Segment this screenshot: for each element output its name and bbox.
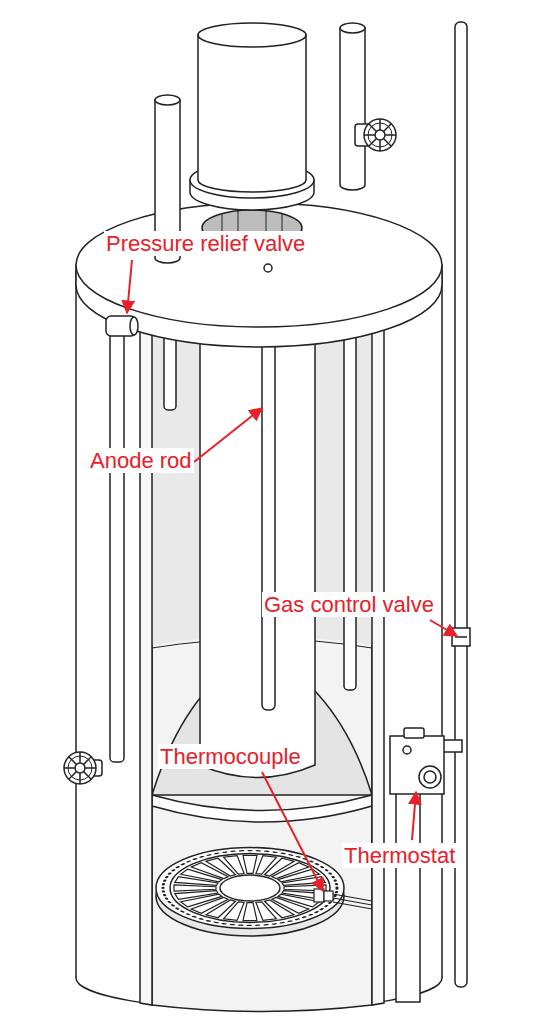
leader-arrow: [262, 772, 323, 891]
drain-valve: [64, 752, 102, 784]
combustion-dome: [152, 795, 372, 822]
leader-arrow: [194, 408, 262, 462]
gas-control: [424, 771, 436, 783]
thermocouple: [324, 891, 333, 901]
leader-arrow: [127, 260, 457, 891]
burner: [163, 851, 337, 926]
part-label: Thermocouple: [158, 744, 303, 769]
tank-lid: [264, 264, 272, 272]
inner-rods: [344, 290, 356, 690]
tank-wall: [140, 290, 152, 1005]
burner: [243, 855, 257, 873]
draft-hood: [198, 23, 306, 47]
water-pipe: [155, 23, 396, 263]
gas-control: [403, 746, 411, 754]
gas-control: [404, 728, 424, 738]
draft-hood: [190, 23, 314, 246]
flue-tube: [200, 290, 315, 778]
gas-control: [396, 790, 420, 1002]
tank-wall: [140, 290, 384, 1005]
tank-wall: [372, 290, 384, 1005]
burner: [156, 848, 344, 936]
tank-interior: [152, 290, 372, 1012]
leader-arrow: [127, 260, 132, 313]
gas-control: [419, 766, 441, 788]
flue-tube: [200, 290, 315, 778]
tank-lid: [76, 203, 442, 327]
part-label: Gas control valve: [262, 592, 436, 617]
burner: [243, 903, 257, 921]
part-label: Thermostat: [342, 843, 457, 868]
tank-lid: [76, 203, 442, 347]
relief-valve: [130, 317, 138, 335]
anode-rod: [262, 330, 275, 710]
burner: [224, 856, 248, 875]
relief-valve: [106, 316, 138, 762]
drain-valve: [64, 752, 96, 784]
part-label: Pressure relief valve: [104, 231, 307, 256]
part-label: Anode rod: [88, 448, 194, 473]
tank-body: [76, 270, 442, 978]
tank-interior: [152, 290, 372, 1012]
inner-rods: [262, 290, 275, 710]
leader-arrow: [412, 792, 416, 840]
vent-pipe: [455, 636, 467, 638]
tank-body: [76, 270, 442, 978]
burner: [156, 848, 344, 929]
water-pipe: [364, 119, 396, 151]
burner: [156, 848, 344, 929]
tank-body: [76, 270, 442, 1010]
water-pipe: [340, 23, 365, 33]
thermocouple: [314, 889, 372, 909]
leader-arrow: [430, 620, 457, 636]
burner: [170, 854, 330, 923]
anode-rod: [262, 330, 275, 710]
water-pipe: [155, 95, 180, 105]
gas-control: [390, 736, 444, 794]
burner: [174, 885, 216, 891]
thermocouple: [333, 894, 372, 909]
vent-pipe: [452, 628, 470, 646]
relief-valve: [110, 330, 124, 762]
draft-hood: [198, 35, 306, 192]
burner: [220, 875, 280, 901]
water-pipe: [340, 28, 365, 190]
